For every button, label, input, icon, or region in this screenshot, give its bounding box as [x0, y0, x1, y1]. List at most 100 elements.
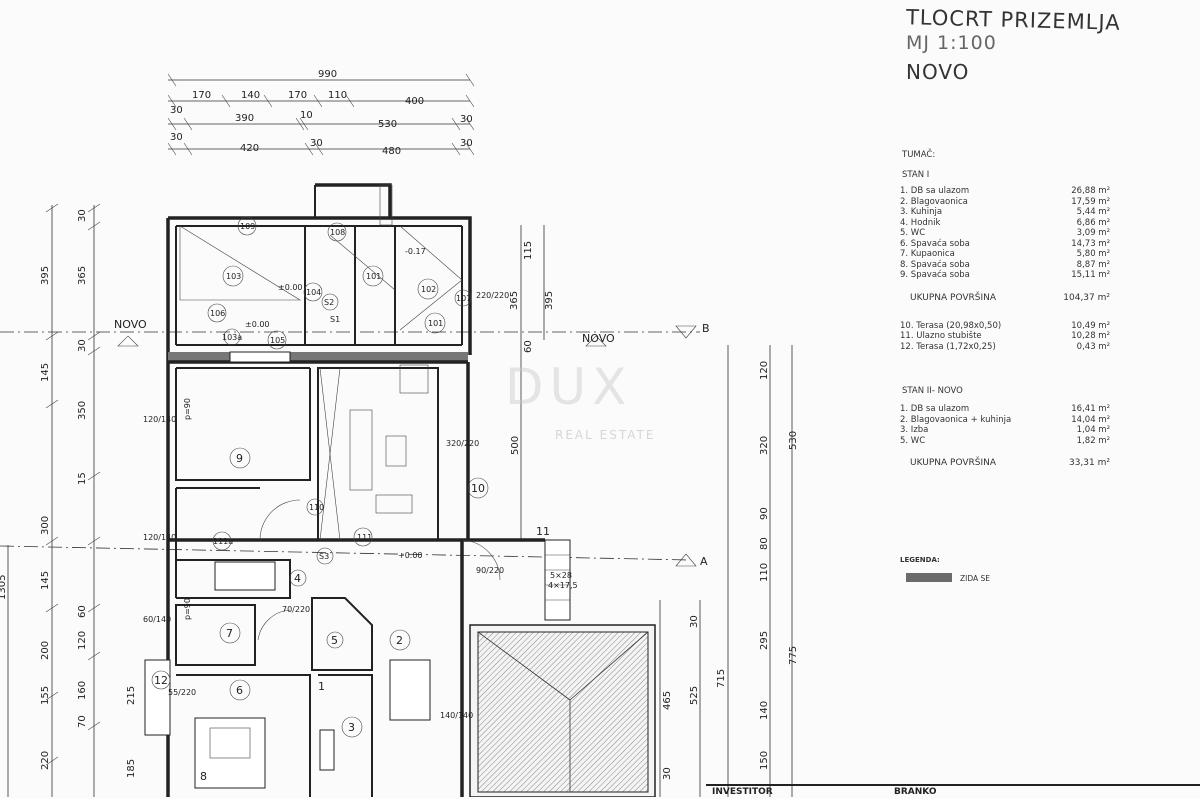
drawing-scale: MJ 1:100	[906, 32, 997, 54]
stan1-extra-row: 10. Terasa (20,98x0,50)10,49 m²	[900, 320, 1110, 331]
room-10: 10	[471, 482, 485, 495]
annotations: ±0.00 -0.17 ±0.00 +0.00 120/140 60/140 1…	[143, 247, 509, 720]
demolition-swatch	[906, 573, 952, 582]
tag-103a: 103a	[222, 333, 242, 342]
room-8: 8	[200, 770, 207, 783]
dim-right-365: 365	[509, 291, 520, 310]
tag-110: 110	[309, 503, 324, 512]
opening-11: p=90	[183, 598, 192, 620]
dim-row2-d: 530	[378, 119, 397, 130]
tag-101b: 101	[428, 319, 443, 328]
stairs-label: 4×17,5	[548, 581, 578, 590]
tag-111: 111	[357, 533, 372, 542]
stan1-heading: STAN I	[902, 170, 930, 180]
dim-right-30b: 30	[662, 767, 673, 780]
watermark-subtitle: REAL ESTATE	[555, 428, 656, 442]
opening-5: 70/220	[282, 605, 310, 614]
room-3: 3	[348, 721, 355, 734]
opening-6: 320/220	[446, 439, 479, 448]
dim-inner-185: 185	[126, 759, 137, 778]
opening-9: 140/140	[440, 711, 473, 720]
tag-107: 107	[456, 294, 471, 303]
dim-inner-30a: 30	[77, 209, 88, 222]
dim-inner-60: 60	[77, 605, 88, 618]
section-label-novo-right: NOVO	[582, 332, 615, 345]
dim-row3-a: 30	[170, 132, 183, 143]
watermark-logo: DUX	[505, 358, 633, 416]
room-7: 7	[226, 627, 233, 640]
dim-right-320: 320	[759, 436, 770, 455]
entrance-stairs: 4×17,5 5×28	[544, 539, 578, 621]
dim-row3-b: 420	[240, 143, 259, 154]
drawing-status: NOVO	[906, 60, 970, 84]
walls	[144, 183, 545, 797]
tag-111a: 111a	[213, 537, 233, 546]
dim-row2-b: 390	[235, 113, 254, 124]
room-12: 12	[154, 674, 168, 687]
dim-row3-d: 480	[382, 146, 401, 157]
room-5: 5	[331, 634, 338, 647]
title-block: TLOCRT PRIZEMLJA MJ 1:100 NOVO	[905, 5, 1121, 84]
dim-right-120: 120	[759, 361, 770, 380]
dim-right-30: 30	[689, 615, 700, 628]
level-1: ±0.00	[278, 283, 303, 292]
dim-right-395: 395	[544, 291, 555, 310]
opening-1: 120/140	[143, 415, 176, 424]
steps-label: 5×28	[550, 571, 572, 580]
dim-row2-e: 30	[460, 114, 473, 125]
dim-total-1305: 1305	[0, 575, 8, 600]
room-2: 2	[396, 634, 403, 647]
dim-left-145b: 145	[40, 571, 51, 590]
investor-label: INVESTITOR	[712, 787, 773, 797]
room-1: 1	[318, 680, 325, 693]
room-4: 4	[294, 572, 301, 585]
tag-108: 108	[330, 228, 345, 237]
section-label-novo-left: NOVO	[114, 318, 147, 331]
dim-right-525: 525	[689, 686, 700, 705]
dim-left-155: 155	[40, 686, 51, 705]
room-9: 9	[236, 452, 243, 465]
dim-right-90: 90	[759, 507, 770, 520]
dim-row1-a: 170	[192, 90, 211, 101]
section-label-b: B	[702, 322, 710, 335]
dim-row2-a: 30	[170, 105, 183, 116]
level-2: -0.17	[405, 247, 426, 256]
dim-inner-70: 70	[77, 715, 88, 728]
legenda-label: LEGENDA:	[900, 556, 940, 564]
investor-name: BRANKO	[894, 787, 937, 797]
dim-inner-350: 350	[77, 401, 88, 420]
section-label-a: A	[700, 555, 708, 568]
dim-right-80: 80	[759, 537, 770, 550]
dim-right-150: 150	[759, 751, 770, 770]
dim-right-295: 295	[759, 631, 770, 650]
dim-inner-15: 15	[77, 472, 88, 485]
element-tags: 109 108 103 101 102 104 S2 106 107 101 1…	[207, 216, 472, 565]
tag-103: 103	[226, 272, 241, 281]
tag-104: 104	[306, 288, 321, 297]
dim-left-395: 395	[40, 266, 51, 285]
opening-7: 90/220	[476, 566, 504, 575]
stan1-extra-row: 12. Terasa (1,72x0,25)0,43 m²	[900, 341, 1110, 352]
drawing-title: TLOCRT PRIZEMLJA	[905, 5, 1121, 35]
opening-10: p=90	[183, 398, 192, 420]
title-block-strip: INVESTITOR BRANKO	[706, 784, 1200, 799]
room-numbers: 9 10 7 6 4 5 2 3 12 1 8 11	[151, 447, 550, 783]
tag-s3: S3	[319, 552, 329, 561]
dim-right-115: 115	[523, 241, 534, 260]
dim-right-715: 715	[716, 669, 727, 688]
opening-2: 60/140	[143, 615, 171, 624]
dim-inner-120: 120	[77, 631, 88, 650]
room-6: 6	[236, 684, 243, 697]
